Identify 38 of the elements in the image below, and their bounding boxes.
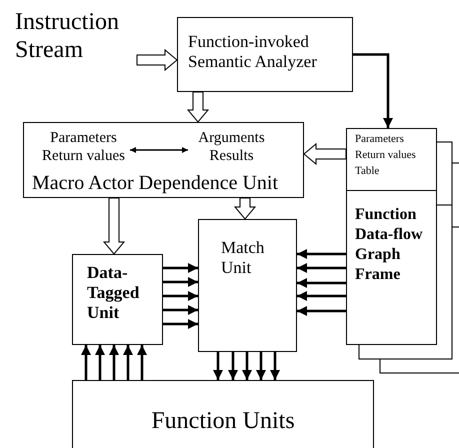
hollow-arrow — [102, 198, 126, 255]
arrow — [297, 278, 346, 288]
arrow — [163, 263, 198, 273]
arrow — [81, 345, 91, 380]
arrow — [242, 352, 252, 380]
data-tagged-unit-box: Data-Tagged Unit — [72, 254, 163, 345]
arrow — [163, 277, 198, 287]
arrow — [256, 352, 266, 380]
graph-frame-box: Function Data-flow Graph Frame — [346, 191, 437, 345]
arrow — [297, 306, 346, 316]
arrow — [163, 305, 198, 315]
argument-label: Arguments Results — [189, 129, 274, 169]
analyzer-box: Function-invoked Semantic Analyzer — [177, 17, 353, 92]
arrow — [213, 352, 223, 380]
arrow — [270, 352, 280, 380]
arrow — [109, 345, 119, 380]
arrow — [123, 345, 133, 380]
dependence-unit-box — [23, 122, 304, 198]
function-units-box: Function Units — [72, 380, 374, 448]
parameter-label: Parameters Return values — [36, 129, 131, 169]
hollow-arrow — [234, 198, 256, 220]
arrow — [297, 291, 346, 301]
unit-title: Macro Actor Dependence Unit — [32, 171, 278, 195]
arrow — [353, 53, 393, 128]
input-label: Instruction Stream — [15, 8, 137, 66]
arrow — [163, 291, 198, 301]
table-section: Parameters Return values Table — [346, 128, 437, 191]
hollow-arrow — [303, 142, 346, 166]
hollow-arrow — [136, 48, 178, 72]
arrow — [297, 249, 346, 259]
arrow — [130, 147, 188, 153]
match-unit-box: Match Unit — [198, 219, 297, 352]
arrow — [95, 345, 105, 380]
arrow — [228, 352, 238, 380]
hollow-arrow — [186, 92, 210, 123]
arrow — [163, 319, 198, 329]
arrow — [297, 263, 346, 273]
arrow — [137, 345, 147, 380]
